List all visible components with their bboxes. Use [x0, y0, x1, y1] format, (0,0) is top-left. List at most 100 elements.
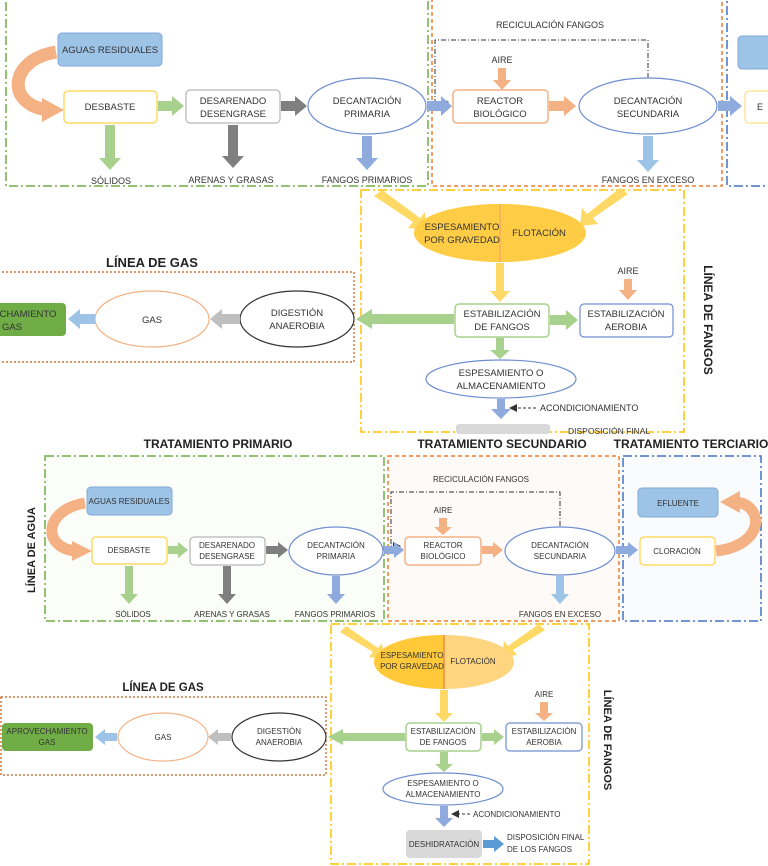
reactor-box — [404, 536, 482, 566]
decant1b-label: PRIMARIA — [317, 552, 356, 561]
decantacion-primaria-top — [307, 77, 427, 135]
dig1-label: DIGESTIÓN — [257, 727, 301, 736]
solidos-label-top: SÓLIDOS — [91, 176, 131, 186]
decantacion-secundaria — [504, 526, 616, 576]
digestion — [231, 712, 327, 762]
decantacion-secundaria-top — [578, 77, 718, 135]
gas-label: GAS — [155, 733, 172, 742]
aguas-label-top: AGUAS RESIDUALES — [62, 45, 158, 56]
desengrase-label-top: DESENGRASE — [200, 109, 266, 120]
linea-gas-title: LÍNEA DE GAS — [122, 681, 204, 694]
espalm2-label: ALMACENAMIENTO — [406, 790, 481, 799]
desbaste-box — [91, 536, 168, 565]
dig2-label-top: ANAEROBIA — [269, 321, 325, 332]
decant2a-label-top: DECANTACIÓN — [614, 96, 683, 107]
desarenado-label-top: DESARENADO — [200, 96, 267, 107]
tratamiento-secundario-title: TRATAMIENTO SECUNDARIO — [417, 437, 586, 451]
aprovechamiento-box-top — [0, 303, 66, 336]
disp-label-top: DISPOSICIÓN FINAL — [568, 426, 650, 436]
estab1-label-top: ESTABILIZACIÓN — [464, 309, 541, 320]
cloracion-box-top — [744, 90, 768, 124]
deshidratacion-box-top — [456, 424, 550, 434]
disp2-label: DE LOS FANGOS — [507, 845, 572, 854]
desbaste-box-top — [63, 90, 158, 124]
decant1-label-top: DECANTACIÓN — [333, 96, 402, 107]
estabA2-label: AEROBIA — [526, 738, 562, 747]
desarenado-box-top — [185, 89, 281, 124]
acond-label-top: ACONDICIONAMIENTO — [540, 403, 638, 413]
disp1-label: DISPOSICIÓN FINAL — [507, 833, 585, 842]
reactor1-label-top: REACTOR — [477, 96, 523, 107]
estabA2-label-top: AEROBIA — [605, 322, 648, 333]
aire1-label: AIRE — [434, 506, 453, 515]
esp2-label-top: POR GRAVEDAD — [424, 235, 500, 246]
estabilizacion-box — [405, 722, 482, 752]
cloracion-label: CLORACIÓN — [653, 547, 701, 556]
aire2-label-top: AIRE — [617, 266, 638, 276]
input-curve-top — [11, 45, 58, 117]
aprov1-label-top: CHAMIENTO — [0, 309, 56, 320]
desarenado-label: DESARENADO — [199, 541, 255, 550]
estab1-label: ESTABILIZACIÓN — [411, 727, 476, 736]
desbaste-label: DESBASTE — [108, 546, 151, 555]
estab-aerobia-box-top — [579, 303, 674, 338]
desbaste-label-top: DESBASTE — [85, 102, 136, 113]
recirc-label-top: RECICULACIÓN FANGOS — [496, 20, 604, 30]
gas-label-top: GAS — [142, 315, 162, 326]
linea-fangos-title: LÍNEA DE FANGOS — [601, 690, 614, 790]
fprim-label: FANGOS PRIMARIOS — [295, 610, 375, 619]
aire1-label-top: AIRE — [491, 55, 512, 65]
decant2b-label: SECUNDARIA — [534, 552, 587, 561]
flot-label: FLOTACIÓN — [450, 657, 495, 666]
decant2a-label: DECANTACIÓN — [531, 541, 589, 550]
decant1b-label-top: PRIMARIA — [344, 109, 391, 120]
decant1-label: DECANTACIÓN — [307, 541, 365, 550]
efluente-box — [637, 487, 719, 518]
dig2-label: ANAEROBIA — [256, 738, 303, 747]
decantacion-primaria — [288, 526, 384, 576]
fprim-label-top: FANGOS PRIMARIOS — [322, 175, 413, 185]
deshidratacion-box — [406, 830, 482, 858]
arenas-label-top: ARENAS Y GRASAS — [188, 175, 273, 185]
estab2-label: DE FANGOS — [420, 738, 467, 747]
input-curve — [46, 497, 87, 557]
linea-fangos-title-top: LÍNEA DE FANGOS — [701, 265, 716, 375]
cloracion-box — [639, 536, 716, 566]
aprov2-label-top: GAS — [2, 322, 22, 333]
recirc-label: RECICULACIÓN FANGOS — [433, 475, 529, 484]
espesamiento-alm-top — [425, 359, 577, 399]
tratamiento-primario-title: TRATAMIENTO PRIMARIO — [144, 437, 293, 451]
acond-label: ACONDICIONAMIENTO — [473, 810, 560, 819]
desarenado-box — [189, 536, 266, 566]
solidos-label: SÓLIDOS — [115, 610, 151, 619]
reactor-box-top — [452, 89, 549, 124]
esp1-label: ESPESAMIENTO — [381, 651, 444, 660]
aire2-label: AIRE — [535, 690, 554, 699]
efluente-box-top — [737, 35, 768, 70]
espalm1-label: ESPESAMIENTO O — [407, 779, 478, 788]
cloracion-label-top: E — [757, 102, 763, 112]
effluent-curve — [715, 496, 762, 557]
espesamiento-alm — [382, 772, 504, 806]
estabA1-label: ESTABILIZACIÓN — [512, 727, 577, 736]
desengrase-label: DESENGRASE — [199, 552, 255, 561]
dig1-label-top: DIGESTIÓN — [271, 308, 323, 319]
deshid-label: DESHIDRATACIÓN — [409, 840, 480, 849]
esp2-label: POR GRAVEDAD — [380, 662, 444, 671]
arenas-label: ARENAS Y GRASAS — [194, 610, 270, 619]
bottom-diagram: TRATAMIENTO PRIMARIO TRATAMIENTO SECUNDA… — [0, 436, 768, 866]
estab2-label-top: DE FANGOS — [474, 322, 529, 333]
aguas-box — [86, 486, 173, 516]
reactor2-label-top: BIOLÓGICO — [473, 109, 526, 120]
fexceso-label: FANGOS EN EXCESO — [519, 610, 601, 619]
aprov2-label: GAS — [39, 738, 56, 747]
digestion-top — [239, 290, 355, 348]
reactor1-label: REACTOR — [424, 541, 463, 550]
efluente-label: EFLUENTE — [657, 499, 699, 508]
flot-label-top: FLOTACIÓN — [512, 228, 566, 239]
linea-gas-title-top: LÍNEA DE GAS — [106, 255, 198, 270]
aprovechamiento-box — [2, 723, 93, 751]
linea-agua-title: LÍNEA DE AGUA — [25, 507, 38, 593]
estab-aerobia-box — [505, 722, 583, 752]
